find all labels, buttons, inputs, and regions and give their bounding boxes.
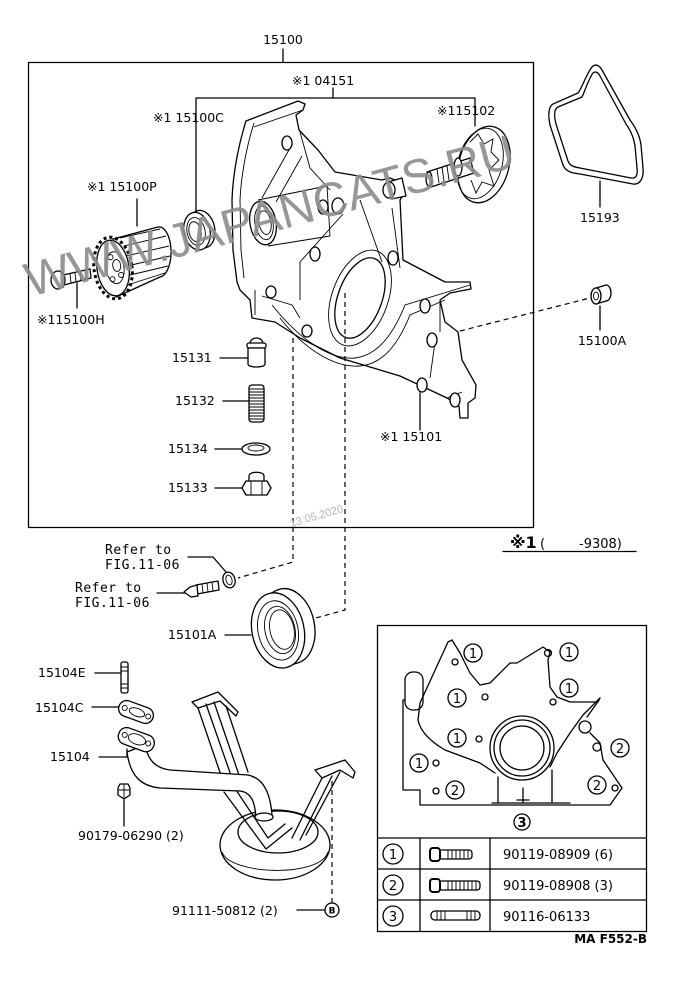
housing-bosses [265, 135, 461, 408]
inset-callout[interactable]: 2 [445, 780, 465, 800]
relief-valve-drawing [219, 337, 267, 368]
fastener-row[interactable]: 3 90116-06133 [382, 905, 590, 927]
callout-15102[interactable]: ※115102 [437, 103, 495, 118]
callout-15104e[interactable]: 15104E [38, 665, 86, 680]
crank-seal-drawing [224, 587, 316, 669]
callout-15131[interactable]: 15131 [172, 350, 212, 365]
inset-callout[interactable]: 2 [610, 738, 630, 758]
fastener-row[interactable]: 1 90119-08909 (6) [382, 843, 613, 865]
pin-drawing [590, 284, 612, 331]
callout-labels: 15100 ※1 04151 ※1 15100C ※115102 ※1 1510… [35, 32, 627, 918]
bolt-b-leader [296, 902, 340, 918]
pulley-bolt-drawing [50, 268, 92, 309]
marker-b-circle [324, 902, 340, 918]
callout-15134[interactable]: 15134 [168, 441, 208, 456]
strainer-nut-drawing [117, 783, 131, 827]
reference-line1: Refer to [105, 543, 172, 558]
strainer-gasket-drawing [91, 699, 155, 725]
pulley-drawing [92, 198, 172, 301]
callout-15100p[interactable]: ※1 15100P [87, 179, 157, 194]
fastener-part-number[interactable]: 90116-06133 [503, 910, 590, 925]
callout-15100c[interactable]: ※1 15100C [153, 110, 224, 125]
fastener-row[interactable]: 2 90119-08908 (3) [382, 874, 613, 896]
reference-note[interactable]: Refer to FIG.11-06 [75, 581, 150, 611]
callout-90179-06290[interactable]: 90179-06290 (2) [78, 828, 184, 843]
note-range-end: -9308) [579, 537, 622, 552]
inset-view: 1 1 1 1 1 1 2 2 2 3 [376, 624, 648, 933]
callout-15133[interactable]: 15133 [168, 480, 208, 495]
callout-15100a[interactable]: 15100A [578, 333, 627, 348]
fastener-key: 1 [389, 848, 397, 863]
ref-washer-drawing [187, 556, 236, 589]
gasket-drawing [548, 64, 644, 208]
date-stamp: 13.05.2020 [289, 503, 345, 530]
inset-callout-label: 1 [565, 682, 573, 697]
callout-15100h[interactable]: ※115100H [37, 312, 105, 327]
bolt-long-icon [429, 878, 481, 893]
fastener-part-number[interactable]: 90119-08908 (3) [503, 879, 613, 894]
installation-lines [237, 293, 591, 903]
inset-callout-label: 1 [469, 647, 477, 662]
callout-91111-50812[interactable]: 91111-50812 (2) [172, 903, 278, 918]
stud-icon [430, 910, 481, 921]
drive-rotor-drawing [425, 125, 511, 204]
inset-callout[interactable]: 1 [559, 678, 579, 698]
inset-callout[interactable]: 2 [587, 775, 607, 795]
relief-gasket-drawing [214, 442, 271, 456]
relief-spring-drawing [222, 384, 265, 423]
reference-line2[interactable]: FIG.11-06 [75, 596, 150, 611]
reference-note[interactable]: Refer to FIG.11-06 [105, 543, 180, 573]
inset-callout[interactable]: 1 [409, 753, 429, 773]
callout-15132[interactable]: 15132 [175, 393, 215, 408]
inset-callout-label: 2 [451, 784, 459, 799]
figure-code: MA F552-B [574, 932, 647, 946]
callout-15101a[interactable]: 15101A [168, 627, 217, 642]
stud-drawing [94, 661, 129, 694]
fastener-table: 1 90119-08909 (6) 2 90119-08908 (3) 3 [377, 837, 647, 932]
reference-line2[interactable]: FIG.11-06 [105, 558, 180, 573]
pump-housing-drawing [231, 100, 477, 419]
inset-callout[interactable]: 1 [559, 642, 579, 662]
inset-callout[interactable]: 3 [513, 813, 531, 831]
reference-line1: Refer to [75, 581, 142, 596]
callout-15100[interactable]: 15100 [263, 32, 303, 47]
inset-callout[interactable]: 1 [447, 688, 467, 708]
callout-15101[interactable]: ※1 15101 [380, 429, 442, 444]
ref-bolt-drawing [156, 580, 220, 598]
inset-callout-label: 3 [517, 816, 526, 831]
inset-callout[interactable]: 1 [463, 643, 483, 663]
inset-callout[interactable]: 1 [447, 728, 467, 748]
inset-callout-label: 1 [415, 757, 423, 772]
marker-b-label: B [329, 907, 336, 917]
applicability-note: ※1 ( -9308) [502, 533, 637, 553]
callout-15193[interactable]: 15193 [580, 210, 620, 225]
oil-seal-drawing [183, 209, 216, 251]
fastener-part-number[interactable]: 90119-08909 (6) [503, 848, 613, 863]
bracket-04151 [195, 97, 476, 225]
inset-callout-label: 1 [565, 646, 573, 661]
note-open-paren: ( [540, 537, 545, 552]
inset-callout-label: 2 [616, 742, 624, 757]
bolt-short-icon [429, 847, 473, 862]
assembly-box [27, 61, 535, 529]
strainer-drawing [98, 691, 356, 881]
assembly-frame [27, 48, 535, 529]
note-marker: ※1 [510, 533, 537, 552]
fastener-key: 2 [389, 879, 397, 894]
inset-callout-label: 1 [453, 732, 461, 747]
callout-15104[interactable]: 15104 [50, 749, 90, 764]
relief-plug-drawing [214, 471, 272, 496]
inset-callout-label: 2 [593, 779, 601, 794]
inset-callout-label: 1 [453, 692, 461, 707]
callout-15104c[interactable]: 15104C [35, 700, 84, 715]
fastener-key: 3 [389, 910, 397, 925]
inset-holes [432, 648, 619, 795]
inset-box [376, 624, 648, 933]
callout-04151[interactable]: ※1 04151 [292, 73, 354, 88]
